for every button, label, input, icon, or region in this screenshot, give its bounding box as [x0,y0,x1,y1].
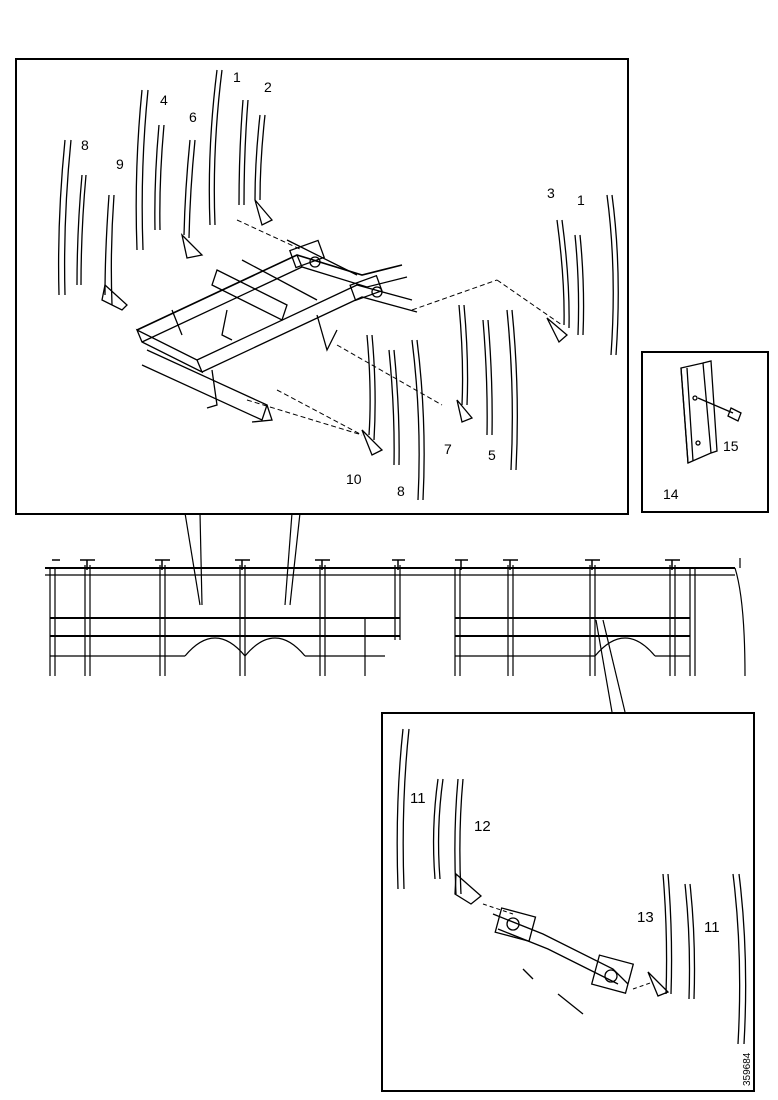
rear-frame-exploded-drawing [57,69,619,501]
callout-1-right: 1 [577,192,585,208]
callout-13: 13 [637,909,654,926]
leader-line-left [184,512,201,606]
bracket-bolt-drawing [680,360,742,464]
callout-9: 9 [116,156,124,172]
callout-14: 14 [663,486,679,502]
callout-11: 11 [410,790,426,807]
callout-2: 2 [264,79,272,95]
callout-1: 1 [233,69,241,85]
callout-4: 4 [160,92,168,108]
callout-7: 7 [444,441,452,457]
callout-5: 5 [488,447,496,463]
front-stanchions-drawing [396,728,747,1045]
frame-side-view-right [454,558,746,677]
callout-6: 6 [189,109,197,125]
callout-8: 8 [81,137,89,153]
front-section-detail-panel: 11 12 13 11 359684 [381,712,755,1092]
stanchion-strip [57,139,66,296]
callout-8-lower: 8 [397,483,405,499]
document-number: 359684 [742,1052,753,1086]
stake-markers [52,559,680,570]
leader-line-bottom [595,619,613,713]
callout-11-right: 11 [704,919,720,936]
callout-12: 12 [474,818,491,835]
callout-15: 15 [723,438,739,454]
bolt-detail-panel: 15 14 [641,351,769,513]
callout-3: 3 [547,185,555,201]
leader-line-right [284,512,293,606]
top-exploded-view-panel: 1 2 4 6 8 9 3 1 7 5 10 8 [15,58,629,515]
callout-10: 10 [346,471,362,487]
frame-side-view-left [45,565,735,676]
